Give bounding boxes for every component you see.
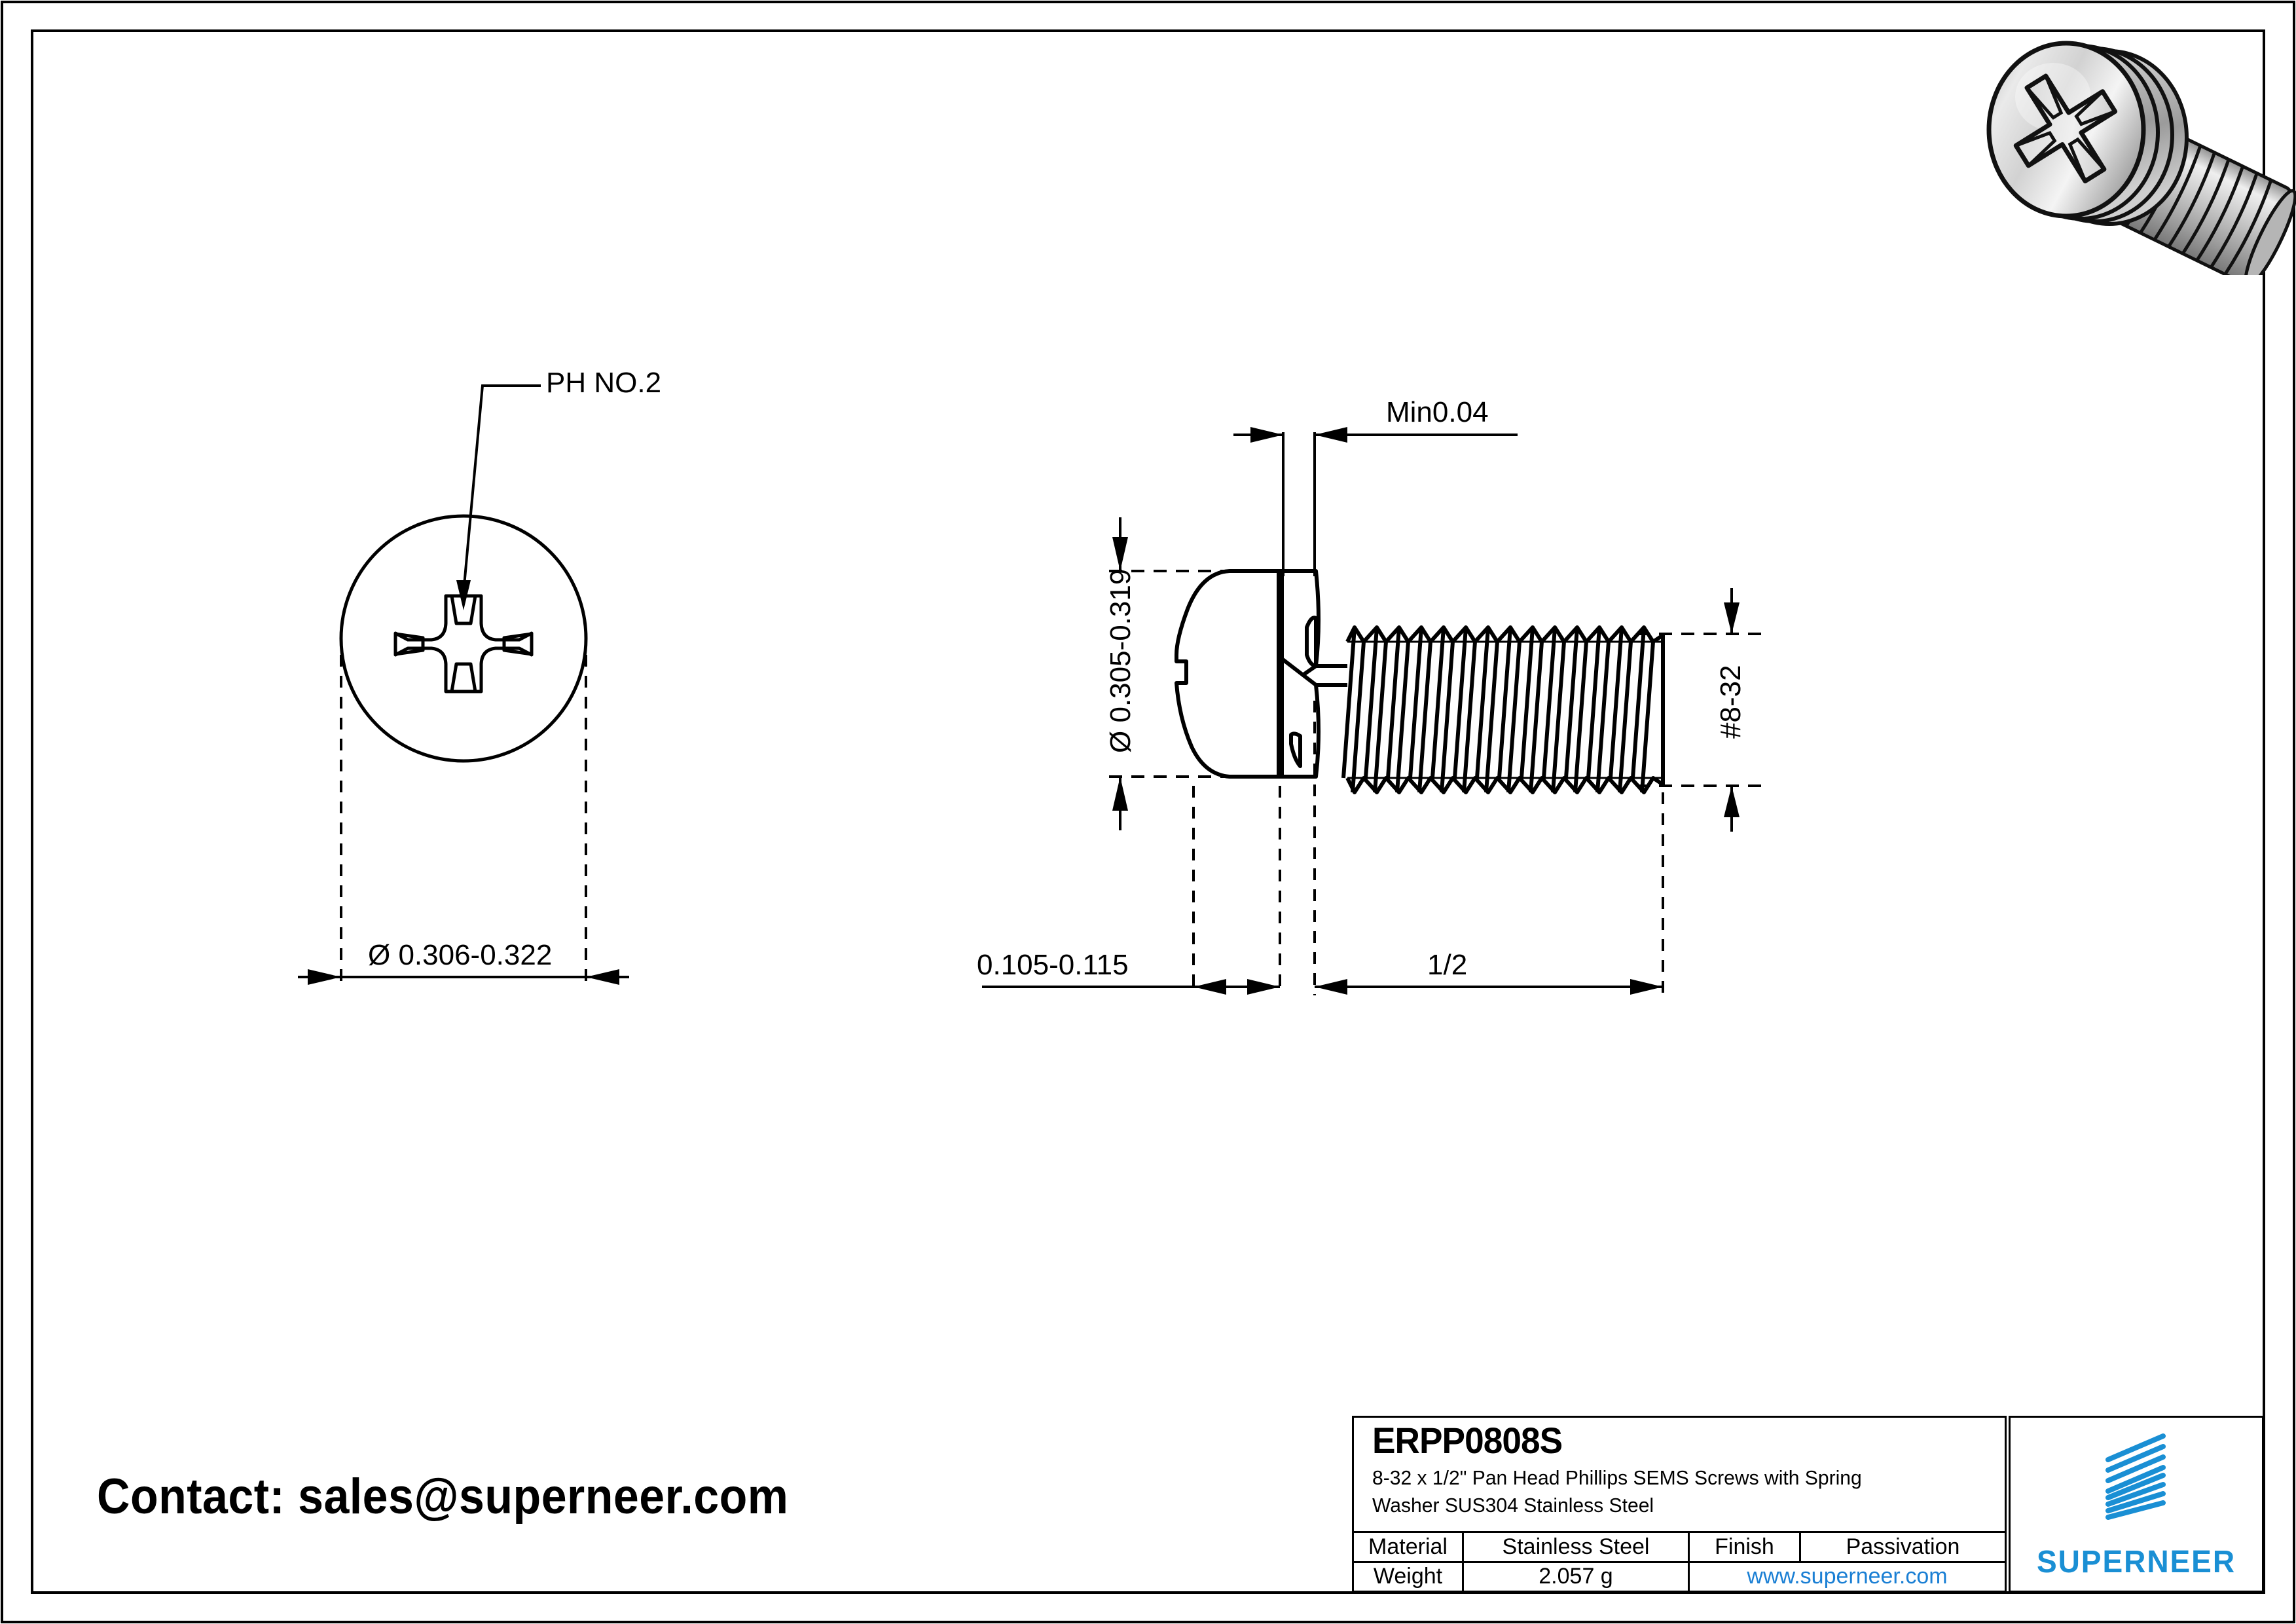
website-link[interactable]: www.superneer.com: [1747, 1564, 1948, 1589]
part-number: ERPP0808S: [1372, 1420, 1563, 1461]
weight-value: 2.057 g: [1464, 1562, 1690, 1591]
phillips-recess-3d-icon: [2013, 73, 2118, 184]
side-view: [982, 427, 1768, 995]
head-diameter-label: Ø 0.305-0.319: [1104, 568, 1137, 753]
superneer-stripes-icon: [2105, 1433, 2166, 1520]
front-view-diameter-dimension: [298, 969, 629, 985]
head-outline-circle: [339, 514, 588, 763]
front-view-diameter-label: Ø 0.306-0.322: [368, 939, 553, 971]
thread-size-dimension: [1637, 588, 1768, 832]
logo-panel: SUPERNEER: [2009, 1416, 2264, 1593]
screw-length-label: 1/2: [1427, 949, 1468, 981]
head-thickness-dimension: [982, 979, 1280, 995]
part-description-line2: Washer SUS304 Stainless Steel: [1372, 1493, 1654, 1517]
side-view-bottom-extension-lines: [1192, 701, 1664, 995]
table-row: Weight 2.057 g www.superneer.com: [1354, 1562, 2005, 1591]
head-diameter-dimension: [1109, 517, 1288, 830]
min-head-height-label: Min0.04: [1386, 396, 1489, 428]
title-block: ERPP0808S 8-32 x 1/2" Pan Head Phillips …: [1352, 1416, 2007, 1593]
logo-wordmark: SUPERNEER: [2036, 1545, 2236, 1579]
weight-label: Weight: [1354, 1562, 1464, 1591]
spring-washer-profile: [1277, 569, 1347, 779]
ph-callout-label: PH NO.2: [546, 367, 662, 399]
pan-head-phillips-screw-3d-render: [1986, 41, 2296, 275]
part-description: 8-32 x 1/2" Pan Head Phillips SEMS Screw…: [1372, 1464, 1986, 1519]
contact-text: Contact: sales@superneer.com: [97, 1469, 789, 1524]
part-description-line1: 8-32 x 1/2" Pan Head Phillips SEMS Screw…: [1372, 1466, 1862, 1489]
min-head-height-dimension: [1233, 427, 1518, 576]
title-block-spec-table: Material Stainless Steel Finish Passivat…: [1354, 1533, 2005, 1591]
table-row: Material Stainless Steel Finish Passivat…: [1354, 1533, 2005, 1563]
finish-label: Finish: [1690, 1533, 1801, 1561]
material-label: Material: [1354, 1533, 1464, 1561]
ph-callout-leader: [456, 384, 541, 610]
title-block-header: ERPP0808S 8-32 x 1/2" Pan Head Phillips …: [1354, 1418, 2005, 1533]
front-view: [298, 384, 629, 987]
pan-head-profile: [1175, 569, 1281, 779]
front-view-extension-lines: [340, 655, 587, 987]
finish-value: Passivation: [1846, 1534, 1960, 1559]
phillips-recess-icon: [393, 594, 534, 693]
material-value: Stainless Steel: [1464, 1533, 1690, 1561]
head-thickness-label: 0.105-0.115: [977, 949, 1129, 981]
threaded-shank: [1341, 625, 1665, 794]
thread-size-label: #8-32: [1715, 665, 1747, 739]
screw-length-dimension: [1315, 979, 1663, 995]
